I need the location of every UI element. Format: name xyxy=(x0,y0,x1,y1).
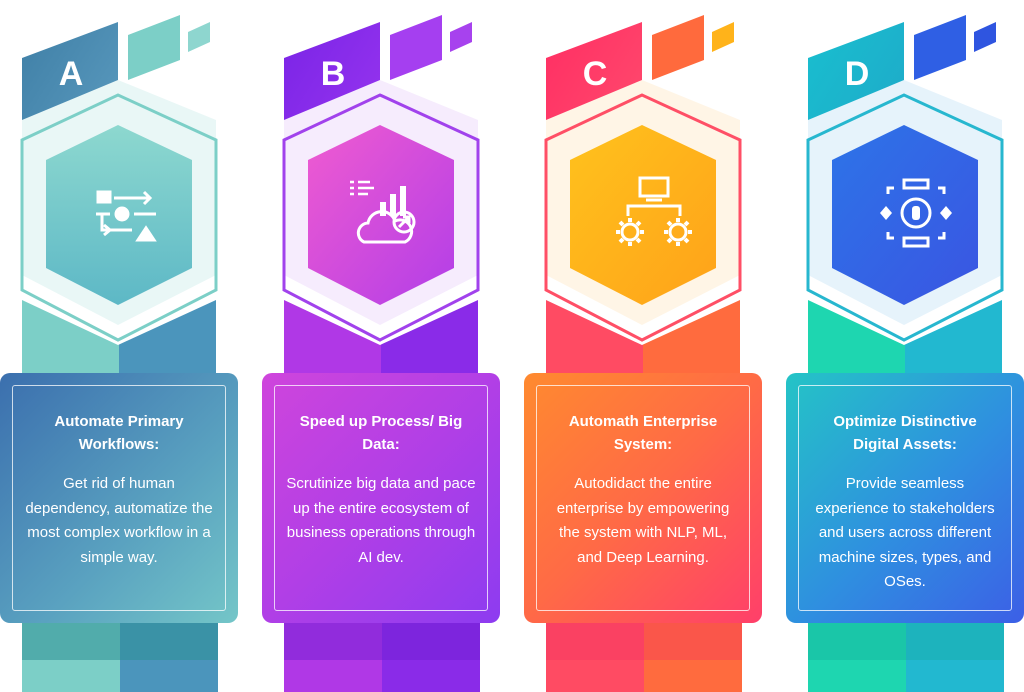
card-title: Automate Primary Workflows: xyxy=(54,413,184,453)
card-b: Speed up Process/ Big Data: Scrutinize b… xyxy=(262,373,500,623)
card-description: Get rid of human dependency, automatize … xyxy=(25,475,213,566)
card-letter: B xyxy=(320,55,346,93)
card-title: Speed up Process/ Big Data: xyxy=(299,413,463,453)
workflow-icon xyxy=(96,190,157,242)
card-column-c: C Automath Enterprise System: Autodidact… xyxy=(524,0,784,692)
card-description: Autodidact the entire enterprise by empo… xyxy=(556,475,730,566)
digital-asset-icon xyxy=(880,178,952,248)
card-inner: Speed up Process/ Big Data: Scrutinize b… xyxy=(274,385,488,611)
card-title: Automath Enterprise System: xyxy=(568,413,718,453)
card-inner: Optimize Distinctive Digital Assets: Pro… xyxy=(798,385,1012,611)
card-description: Scrutinize big data and pace up the enti… xyxy=(286,475,476,566)
card-c: Automath Enterprise System: Autodidact t… xyxy=(524,373,762,623)
card-description: Provide seamless experience to stakehold… xyxy=(815,475,995,590)
card-column-b: B Speed up Process/ Big Data: Scrutinize… xyxy=(262,0,522,692)
column-background xyxy=(20,15,218,692)
card-inner: Automath Enterprise System: Autodidact t… xyxy=(536,385,750,611)
card-letter: C xyxy=(582,55,608,93)
column-background xyxy=(544,15,742,692)
card-letter: D xyxy=(844,55,870,93)
card-d: Optimize Distinctive Digital Assets: Pro… xyxy=(786,373,1024,623)
card-letter: A xyxy=(58,55,84,93)
card-inner: Automate Primary Workflows: Get rid of h… xyxy=(12,385,226,611)
card-column-a: A Automate Primary Workflows: Get rid of… xyxy=(0,0,260,692)
card-title: Optimize Distinctive Digital Assets: xyxy=(833,413,977,453)
cloud-analytics-icon xyxy=(350,180,416,244)
enterprise-gears-icon xyxy=(616,176,692,246)
card-column-d: D Optimize Distinctive Digital Assets: P… xyxy=(786,0,1024,692)
card-a: Automate Primary Workflows: Get rid of h… xyxy=(0,373,238,623)
